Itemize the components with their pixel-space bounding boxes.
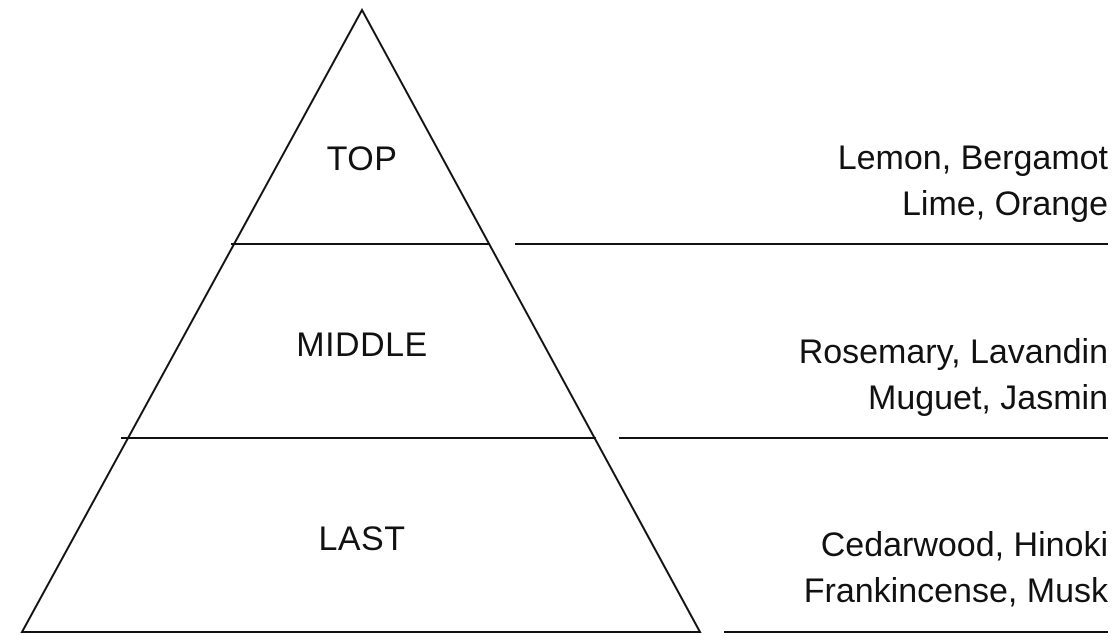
- notes-last-line-1: Cedarwood, Hinoki: [820, 526, 1108, 564]
- notes-last: Cedarwood, Hinoki Frankincense, Musk: [804, 522, 1108, 614]
- notes-middle-line-2: Muguet, Jasmin: [868, 379, 1108, 417]
- notes-top: Lemon, Bergamot Lime, Orange: [838, 135, 1108, 227]
- notes-top-line-1: Lemon, Bergamot: [837, 139, 1108, 177]
- tier-label-top: TOP: [326, 140, 398, 178]
- tier-label-last: LAST: [318, 520, 406, 558]
- notes-last-line-2: Frankincense, Musk: [803, 572, 1108, 610]
- pyramid-outline: [20, 7, 702, 633]
- notes-top-line-2: Lime, Orange: [902, 185, 1108, 223]
- notes-middle-line-1: Rosemary, Lavandin: [798, 333, 1108, 371]
- notes-middle: Rosemary, Lavandin Muguet, Jasmin: [799, 329, 1108, 421]
- tier-label-middle: MIDDLE: [296, 326, 428, 364]
